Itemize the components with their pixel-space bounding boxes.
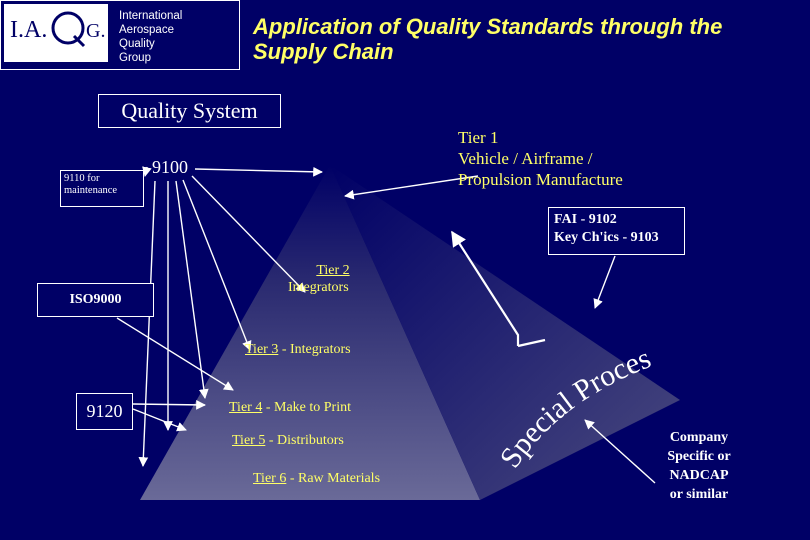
svg-text:G.: G.: [86, 20, 105, 42]
tier6-label: Tier 6 - Raw Materials: [253, 471, 381, 486]
arrow-9120-to-tier5: [132, 408, 187, 432]
arrow-9100-to-tier3: [182, 179, 252, 351]
page-title: Application of Quality Standards through…: [253, 14, 723, 64]
pyramid-front-face: [140, 165, 480, 500]
tier2-label: Tier 2: [316, 263, 350, 278]
box-9100: 9100: [152, 157, 188, 177]
tier1-label: Tier 1 Vehicle / Airframe / Propulsion M…: [458, 128, 623, 189]
svg-text:I.A.: I.A.: [10, 17, 47, 43]
tier2-name: Integrators: [288, 280, 349, 295]
iso9000-box: ISO9000: [37, 283, 154, 317]
company-specific-label: Company Specific or NADCAP or similar: [667, 430, 731, 502]
pyramid-side-face: [330, 165, 680, 500]
arrow-9120-to-tier4: [132, 399, 206, 410]
logo-box: [0, 0, 240, 70]
tier5-label: Tier 5 - Distributors: [232, 433, 344, 448]
arrow-9100-to-9110: [142, 166, 152, 177]
arrow-9100-to-tier4: [175, 180, 209, 399]
iaqg-logo: I.A. G.: [4, 4, 108, 62]
box-9110: 9110 for maintenance: [60, 170, 144, 207]
arrow-special-processes-lower: [517, 338, 546, 348]
arrow-fai-to-side: [593, 255, 616, 309]
fai-box: FAI - 9102 Key Ch'ics - 9103: [548, 207, 685, 255]
arrow-special-processes: [451, 230, 520, 346]
arrow-iso-to-tiers: [116, 317, 234, 391]
arrow-company-to-side: [584, 419, 656, 484]
arrow-9100-to-tier2: [191, 175, 306, 293]
arrow-9100-to-tier6: [138, 180, 156, 467]
tier3-label: Tier 3 - Integrators: [245, 342, 351, 357]
tier4-label: Tier 4 - Make to Print: [229, 400, 351, 415]
box-9120: 9120: [76, 393, 133, 430]
arrow-9100-to-tier1: [194, 166, 323, 177]
logo-org-name: International Aerospace Quality Group: [119, 10, 183, 64]
quality-system-box: Quality System: [98, 94, 281, 128]
arrow-tier1-to-pyramid: [344, 175, 479, 200]
